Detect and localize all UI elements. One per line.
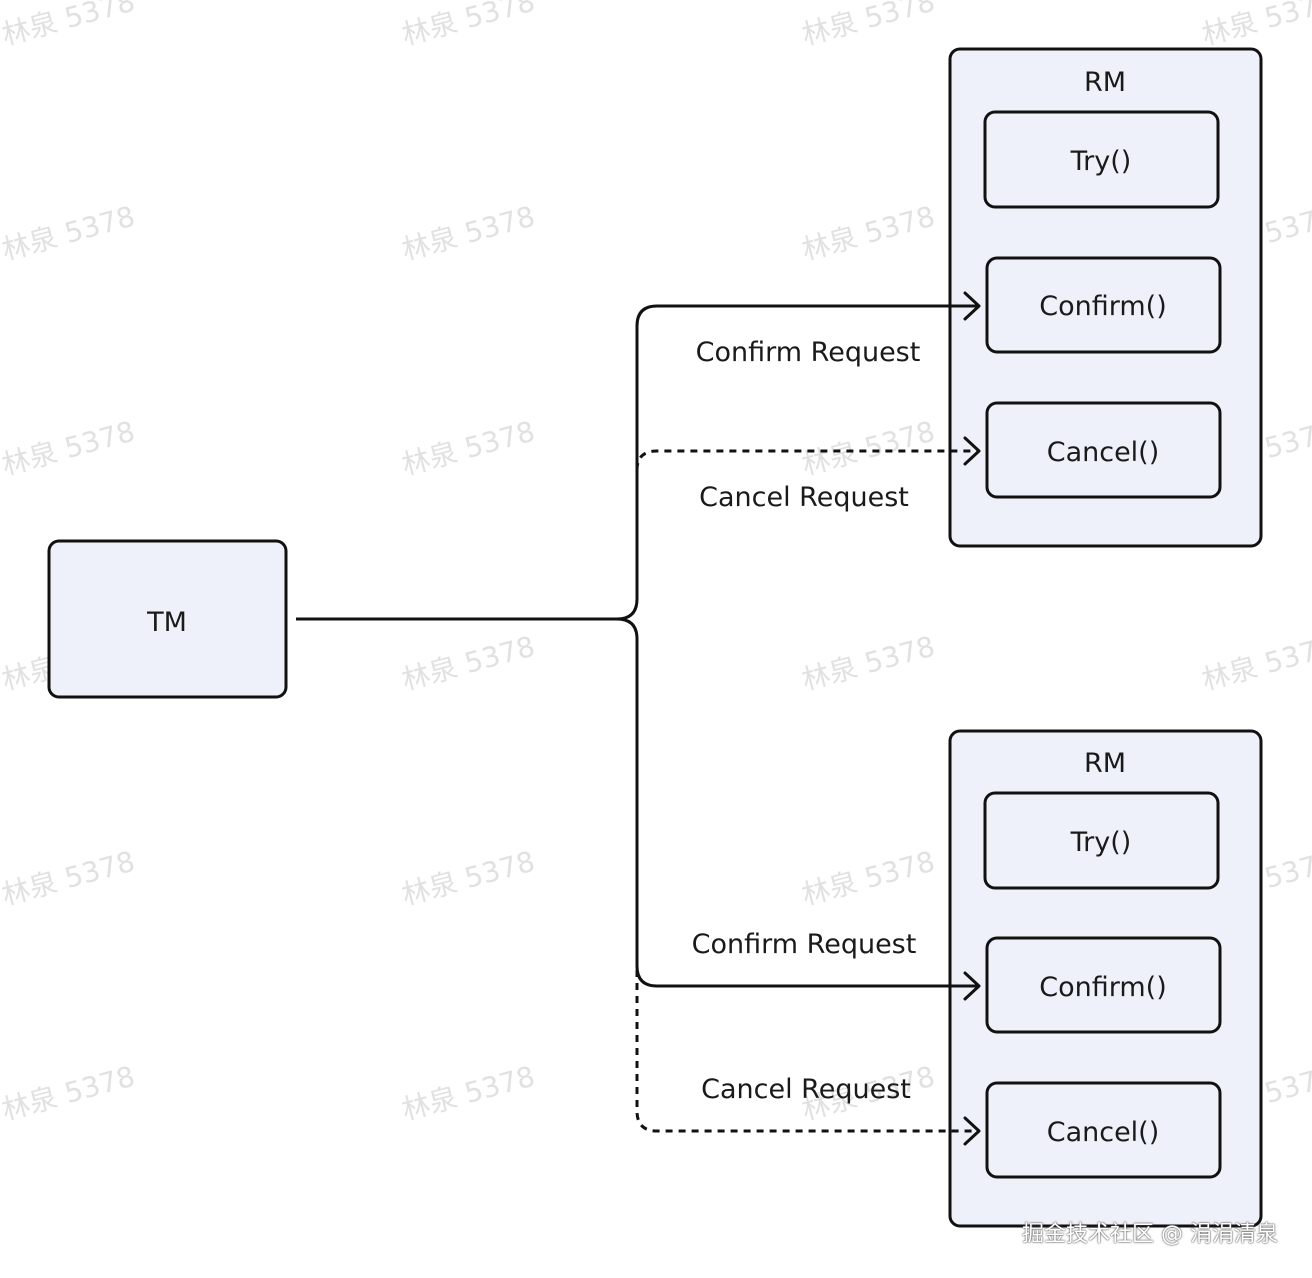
watermark-text: 林泉 5378 (398, 200, 538, 267)
edge-rm1-cancel (635, 449, 977, 471)
rm-2-confirm-label: Confirm() (1039, 972, 1167, 1003)
watermark-text: 林泉 5378 (398, 845, 538, 912)
edge-rm2-cancel (635, 970, 977, 1133)
watermark-text: 林泉 5378 (0, 1060, 138, 1127)
arrowhead-rm2-confirm (963, 971, 981, 1001)
watermark-text: 林泉 5378 (0, 415, 138, 482)
rm-group-1: RM Try() Confirm() Cancel() (948, 47, 1263, 548)
edge-label-rm1-confirm: Confirm Request (696, 337, 921, 368)
tm-node: TM (47, 539, 288, 699)
footer-credit: 掘金技术社区 @ 涓涓清泉 (1022, 1222, 1278, 1247)
watermark-text: 林泉 5378 (798, 200, 938, 267)
rm-2-confirm-method: Confirm() (985, 936, 1222, 1034)
rm-1-confirm-label: Confirm() (1039, 291, 1167, 322)
watermark-text: 林泉 5378 (798, 0, 938, 52)
rm-1-confirm-method: Confirm() (985, 256, 1222, 354)
watermark-text: 林泉 5378 (398, 415, 538, 482)
rm-1-cancel-method: Cancel() (985, 401, 1222, 499)
edge-rm1-confirm (635, 304, 977, 599)
watermark-text: 林泉 5378 (398, 1060, 538, 1127)
watermark-text: 林泉 5378 (0, 845, 138, 912)
watermark-text: 林泉 5378 (398, 0, 538, 52)
rm-1-try-label: Try() (1070, 146, 1132, 177)
rm-2-try-label: Try() (1070, 827, 1132, 858)
tm-trunk-line (296, 598, 639, 621)
edge-rm2-confirm (616, 617, 977, 988)
rm-1-try-method: Try() (983, 110, 1220, 209)
watermark-text: 林泉 5378 (798, 845, 938, 912)
watermark-text: 林泉 5378 (0, 0, 138, 52)
watermark-text: 林泉 5378 (798, 415, 938, 482)
rm-2-cancel-label: Cancel() (1047, 1117, 1160, 1148)
tm-label: TM (146, 607, 187, 638)
arrowhead-rm1-cancel (963, 436, 981, 466)
edge-label-rm2-confirm: Confirm Request (692, 929, 917, 960)
rm-2-try-method: Try() (983, 791, 1220, 890)
edge-label-rm2-cancel: Cancel Request (701, 1074, 911, 1105)
watermark-text: 林泉 5378 (1198, 630, 1312, 697)
rm-1-title: RM (1084, 67, 1126, 98)
rm-group-2: RM Try() Confirm() Cancel() (948, 729, 1263, 1228)
rm-1-cancel-label: Cancel() (1047, 437, 1160, 468)
watermark-text: 林泉 5378 (0, 200, 138, 267)
watermark-text: 林泉 5378 (1198, 0, 1312, 52)
arrowhead-rm1-confirm (963, 291, 981, 321)
watermark-text: 林泉 5378 (398, 630, 538, 697)
edge-label-rm1-cancel: Cancel Request (699, 482, 909, 513)
rm-2-title: RM (1084, 748, 1126, 779)
connectors (296, 291, 981, 1146)
arrowhead-rm2-cancel (963, 1116, 981, 1146)
rm-2-cancel-method: Cancel() (985, 1081, 1222, 1179)
watermark-text: 林泉 5378 (798, 630, 938, 697)
